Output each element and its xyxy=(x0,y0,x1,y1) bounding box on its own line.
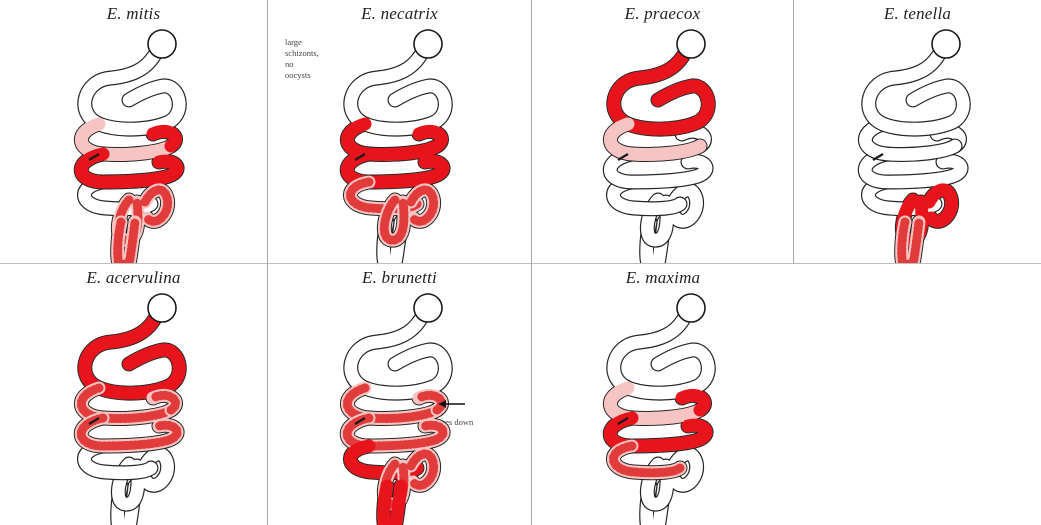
empty-panel xyxy=(794,264,1041,525)
panel-tenella: E. tenella xyxy=(794,0,1041,264)
gut-drawing xyxy=(81,30,179,264)
panel-acervulina: E. acervulina xyxy=(0,264,268,525)
intestine-illustration xyxy=(532,264,794,525)
gut-drawing xyxy=(865,30,963,264)
gizzard xyxy=(148,30,176,58)
intestine-illustration xyxy=(0,0,268,264)
gizzard xyxy=(148,294,176,322)
gizzard xyxy=(677,30,705,58)
intestine-illustration xyxy=(268,0,532,264)
gut-drawing xyxy=(610,294,708,525)
gizzard xyxy=(677,294,705,322)
panel-necatrix: E. necatrix large schizonts, no oocysts xyxy=(268,0,532,264)
gut-drawing xyxy=(347,30,445,264)
gut-drawing xyxy=(81,294,179,525)
intestine-illustration xyxy=(794,0,1041,264)
gizzard xyxy=(932,30,960,58)
panel-maxima: E. maxima xyxy=(532,264,794,525)
gut-drawing xyxy=(610,30,708,264)
intestine-illustration xyxy=(268,264,532,525)
intestine-illustration xyxy=(532,0,794,264)
panel-brunetti: E. brunetti moves down xyxy=(268,264,532,525)
gizzard xyxy=(414,30,442,58)
intestine-illustration xyxy=(0,264,268,525)
gut-drawing xyxy=(347,294,465,525)
panel-mitis: E. mitis xyxy=(0,0,268,264)
lesion-rectum xyxy=(384,486,401,525)
gizzard xyxy=(414,294,442,322)
panel-praecox: E. praecox xyxy=(532,0,794,264)
